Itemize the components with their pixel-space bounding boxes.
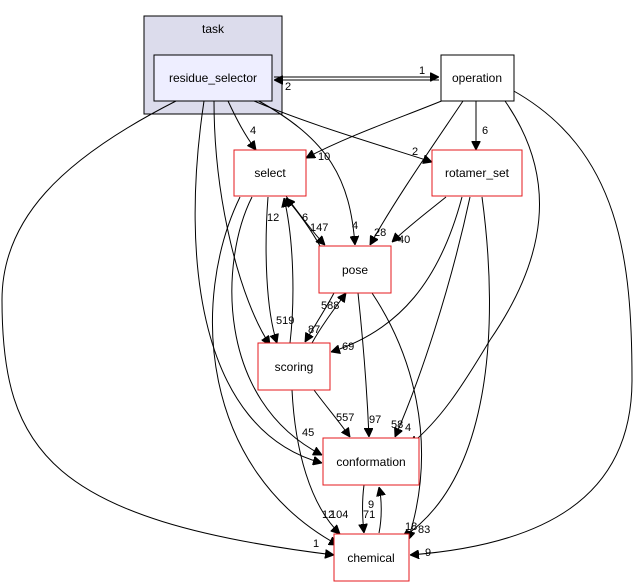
node-select-box (233, 149, 307, 197)
edge-rotamer-set-to-conformation (395, 196, 471, 437)
edge-pose-to-scoring (305, 292, 335, 342)
node-scoring-box (257, 342, 331, 391)
edge-select-to-chemical (212, 196, 338, 545)
edge-label-operation-to-chemical: 9 (425, 547, 431, 559)
node-residue-selector-box (153, 54, 273, 102)
edge-residue-selector-to-select (227, 100, 256, 150)
node-residue-selector[interactable]: residue_selector (153, 54, 273, 102)
edges (1, 77, 633, 555)
edge-label-rotamer-set-to-pose: 40 (398, 234, 410, 246)
edge-label-operation-to-pose: 28 (374, 227, 386, 239)
node-pose[interactable]: pose (318, 245, 392, 294)
node-select[interactable]: select (233, 149, 307, 197)
edge-label-residue-selector-to-select: 4 (250, 125, 256, 137)
edge-label-operation-to-rotamer-set: 6 (482, 125, 488, 137)
edge-chemical-to-conformation (379, 487, 381, 534)
edge-operation-to-pose (370, 100, 464, 245)
edge-rotamer-set-to-chemical (402, 196, 490, 538)
edge-label-pose-to-conformation: 97 (369, 414, 381, 426)
edge-label-scoring-to-conformation: 557 (336, 412, 354, 424)
edge-label-scoring-to-chemical: 104 (330, 509, 348, 521)
node-rotamer-set[interactable]: rotamer_set (431, 149, 523, 197)
edge-label-scoring-to-pose: 588 (321, 300, 339, 312)
edge-residue-selector-to-rotamer-set (253, 100, 432, 162)
node-chemical-label: chemical (347, 551, 394, 565)
edge-scoring-to-conformation (313, 389, 350, 437)
node-operation-box (440, 54, 515, 102)
edge-rotamer-set-to-scoring (331, 196, 463, 352)
node-scoring[interactable]: scoring (257, 342, 331, 391)
edge-label-operation-to-conformation: 4 (405, 422, 411, 434)
edge-scoring-to-select (284, 198, 294, 344)
edge-label-chemical-to-conformation: 9 (368, 499, 374, 511)
edge-label-select-to-scoring: 519 (276, 315, 294, 327)
edge-operation-to-conformation (410, 100, 540, 445)
node-chemical[interactable]: chemical (333, 533, 410, 582)
edge-residue-selector-to-conformation (194, 100, 322, 463)
edge-label-select-to-conformation: 45 (302, 427, 314, 439)
edge-rotamer-set-to-pose (392, 196, 447, 242)
edge-pose-to-conformation (357, 292, 369, 437)
node-operation-label: operation (452, 71, 502, 85)
node-chemical-box (333, 533, 410, 582)
edge-label-select-to-chemical: 12 (322, 509, 334, 521)
cluster-task-label: task (202, 22, 225, 36)
edge-label-residue-selector-to-operation: 1 (419, 65, 425, 77)
node-conformation-box (322, 437, 420, 486)
edge-select-to-scoring (265, 196, 277, 343)
node-pose-box (318, 245, 392, 294)
edge-label-rotamer-set-to-chemical: 18 (405, 521, 417, 533)
node-conformation[interactable]: conformation (322, 437, 420, 486)
edge-label-operation-to-select: 10 (318, 151, 330, 163)
edge-label-select-to-pose: 147 (310, 222, 328, 234)
node-conformation-label: conformation (336, 455, 405, 469)
edge-scoring-to-chemical (291, 389, 340, 534)
edge-label-conformation-to-chemical: 71 (363, 509, 375, 521)
nodes: residue_selector operation select rotame… (153, 54, 523, 582)
edge-operation-to-select (306, 99, 445, 158)
edge-label-pose-to-chemical: 83 (418, 524, 430, 536)
edge-conformation-to-chemical (363, 484, 365, 533)
edge-residue-selector-to-scoring (213, 100, 270, 345)
edge-operation-to-chemical (410, 89, 633, 555)
edge-label-operation-to-residue-selector: 2 (285, 81, 291, 93)
node-scoring-label: scoring (275, 360, 314, 374)
edge-residue-selector-to-pose (256, 99, 355, 245)
edge-label-rotamer-set-to-scoring: 69 (342, 341, 354, 353)
edge-label-residue-selector-to-pose: 4 (352, 220, 358, 232)
edge-label-residue-selector-to-chemical: 1 (313, 538, 319, 550)
edge-label-pose-to-select: 6 (302, 212, 308, 224)
edge-label-pose-to-scoring: 87 (308, 324, 320, 336)
edge-select-to-conformation (231, 196, 322, 455)
edge-pose-to-chemical (371, 292, 423, 540)
edge-residue-selector-to-chemical (1, 100, 334, 555)
edge-label-rotamer-set-to-conformation: 58 (391, 419, 403, 431)
node-operation[interactable]: operation (440, 54, 515, 102)
edge-labels: 1 2 4 2 4 1 10 6 28 4 9 147 6 519 12 45 … (250, 65, 488, 559)
node-select-label: select (254, 166, 286, 180)
edge-label-scoring-to-select: 12 (267, 212, 279, 224)
node-pose-label: pose (342, 263, 368, 277)
node-rotamer-set-label: rotamer_set (445, 166, 510, 180)
node-residue-selector-label: residue_selector (169, 71, 257, 85)
edge-label-residue-selector-to-rotamer-set: 2 (412, 146, 418, 158)
edge-scoring-to-pose (311, 293, 346, 344)
node-rotamer-set-box (431, 149, 523, 197)
